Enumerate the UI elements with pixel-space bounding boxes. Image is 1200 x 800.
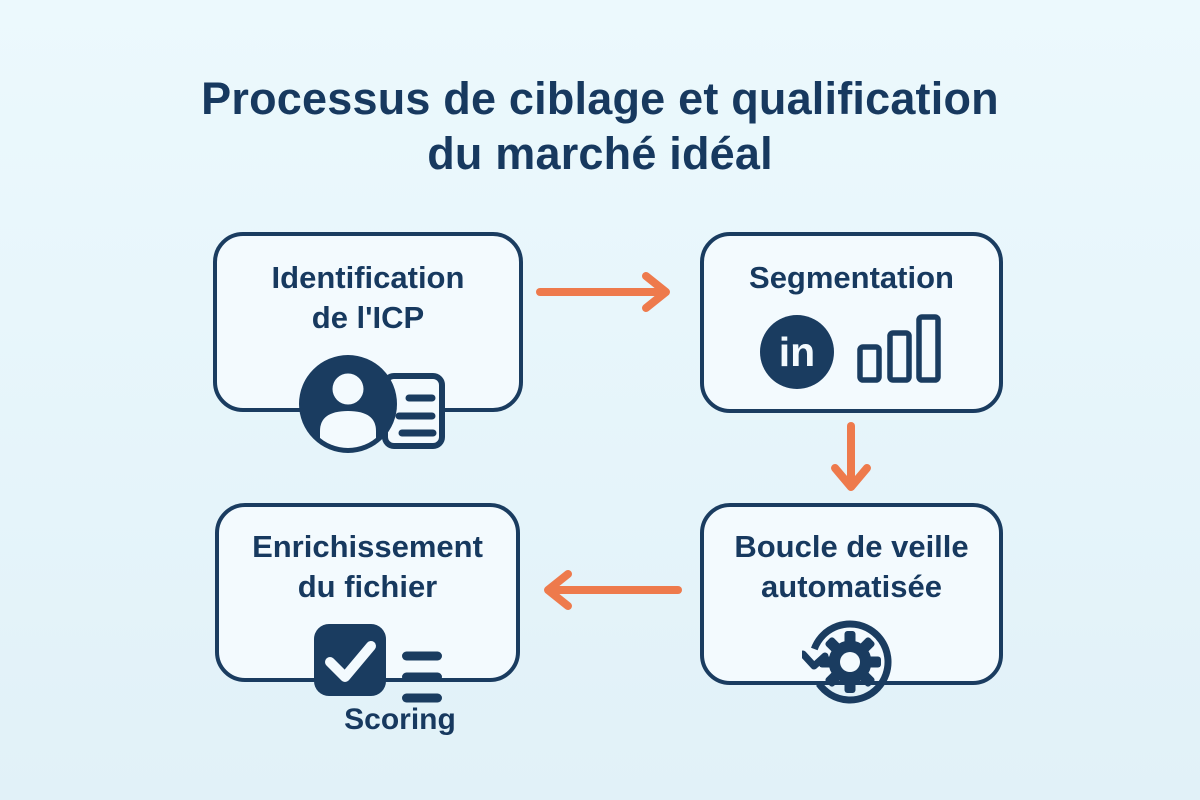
node-icp-label: Identification de l'ICP: [271, 260, 465, 335]
bar-chart-icon: [857, 314, 941, 384]
node-icp-identification: Identification de l'ICP: [213, 232, 523, 412]
arrow-down-icon: [831, 422, 871, 491]
arrow-left-icon: [544, 570, 682, 610]
linkedin-glyph: in: [779, 329, 815, 375]
node-automated-watch-loop-label: Boucle de veille automatisée: [734, 529, 969, 604]
node-file-enrichment-label: Enrichissement du fichier: [252, 529, 483, 604]
node-automated-watch-loop: Boucle de veille automatisée: [700, 503, 1003, 685]
scoring-caption: Scoring: [344, 703, 456, 736]
node-segmentation: Segmentation: [700, 232, 1003, 413]
checklist-icon: [312, 620, 447, 708]
arrow-right-icon: [536, 272, 670, 312]
page-title-line-2: du marché idéal: [427, 127, 773, 179]
automation-gear-loop-icon: [799, 614, 898, 710]
linkedin-icon: in: [760, 315, 834, 389]
node-segmentation-label: Segmentation: [749, 260, 954, 295]
page-title: Processus de ciblage et qualification du…: [0, 72, 1200, 182]
person-contact-card-icon: [299, 352, 447, 456]
page-title-line-1: Processus de ciblage et qualification: [201, 73, 999, 124]
